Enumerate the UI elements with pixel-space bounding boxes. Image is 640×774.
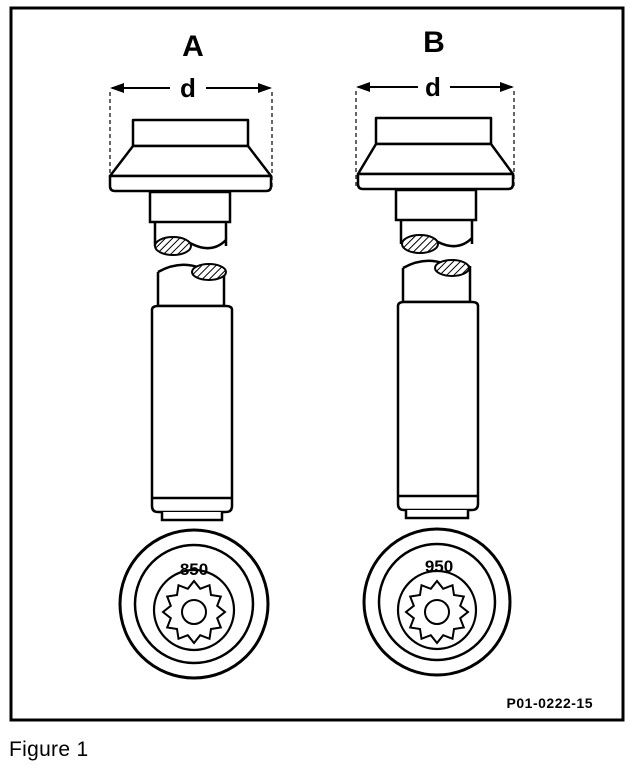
bolt-a-head: [108, 118, 273, 193]
bolt-b-extension-lines: [355, 91, 515, 188]
bolt-b-marking: 950: [425, 557, 453, 576]
bolt-b-end-view: [362, 527, 512, 677]
bolt-a-label: A: [182, 30, 204, 63]
bolt-b: B d: [355, 26, 515, 677]
bolt-b-label: B: [423, 26, 445, 59]
bolt-b-dimension-label: d: [425, 72, 441, 102]
bolt-b-shank: [396, 300, 480, 520]
bolt-b-spline-drive: [404, 579, 470, 645]
figure-caption: Figure 1: [9, 738, 89, 761]
bolt-a-dimension-label: d: [180, 73, 196, 103]
bolt-b-head: [356, 116, 515, 191]
figure-diagram: A d: [9, 6, 625, 722]
bolt-a-section-lower: [191, 263, 227, 281]
bolt-a-end-view: [118, 528, 270, 680]
bolt-a-spline-drive: [161, 579, 227, 645]
reference-code: P01-0222-15: [507, 695, 593, 711]
bolt-b-section-lower: [434, 259, 470, 277]
bolt-b-neck: [394, 188, 478, 248]
bolt-a-section-upper: [154, 236, 192, 256]
bolt-b-dimension-arrow: [356, 82, 514, 92]
bolt-a-marking: 850: [180, 560, 208, 579]
bolt-b-section-upper: [401, 234, 439, 254]
bolt-a-neck: [148, 190, 232, 250]
bolt-a-shank: [150, 304, 234, 522]
bolt-a-dimension-arrow: [110, 83, 272, 93]
figure-border: [9, 6, 625, 722]
bolt-a-extension-lines: [109, 92, 273, 190]
bolt-a: A d: [108, 30, 273, 680]
